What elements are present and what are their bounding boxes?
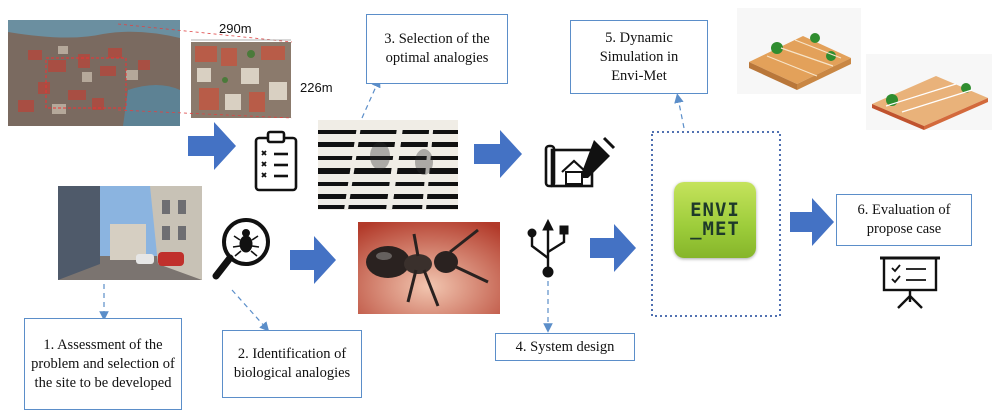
connector-step2 xyxy=(231,289,270,332)
zoomed-site-image xyxy=(191,42,291,118)
aerial-map-image xyxy=(8,20,180,126)
connector-step3 xyxy=(361,77,381,119)
envimet-dotted-frame xyxy=(651,131,781,317)
width-dimension-label: 290m xyxy=(219,21,252,36)
connector-step5 xyxy=(674,93,685,129)
presentation-board-icon xyxy=(880,256,940,309)
step-4-label: 4. System design xyxy=(515,338,615,355)
envimet-logo-line1: ENVI xyxy=(690,199,740,221)
zebras-photo-image xyxy=(318,120,458,210)
model-3d-image-top xyxy=(737,8,861,94)
ant-photo-image xyxy=(358,222,500,314)
model-3d-image-bottom xyxy=(866,54,992,130)
step-box-1: 1. Assessment of the problem and selecti… xyxy=(24,318,182,410)
magnifier-bug-icon xyxy=(212,218,270,280)
street-photo-image xyxy=(58,186,202,280)
block-arrow-3 xyxy=(474,130,522,178)
block-arrow-2 xyxy=(290,236,336,284)
usb-trident-icon xyxy=(527,218,569,278)
step-box-5: 5. Dynamic Simulation in Envi-Met xyxy=(570,20,708,94)
clipboard-checklist-icon xyxy=(254,130,298,192)
step-1-label: 1. Assessment of the problem and selecti… xyxy=(31,336,175,391)
step-box-3: 3. Selection of the optimal analogies xyxy=(366,14,508,84)
blueprint-house-icon xyxy=(544,136,616,188)
envimet-logo-line2: _MET xyxy=(690,218,740,240)
step-box-4: 4. System design xyxy=(495,333,635,361)
block-arrow-4 xyxy=(590,224,636,272)
block-arrow-5 xyxy=(790,198,834,246)
step-3-label: 3. Selection of the optimal analogies xyxy=(384,31,490,66)
step-5-label: 5. Dynamic Simulation in Envi-Met xyxy=(599,29,679,84)
height-dimension-label: 226m xyxy=(300,80,333,95)
step-6-label: 6. Evaluation of propose case xyxy=(857,202,951,237)
zoom-guide-lines xyxy=(117,23,293,119)
step-box-2: 2. Identification of biological analogie… xyxy=(222,330,362,398)
step-2-label: 2. Identification of biological analogie… xyxy=(233,346,351,381)
envimet-logo: ENVI _MET xyxy=(674,182,756,258)
block-arrow-1 xyxy=(188,122,236,170)
step-box-6: 6. Evaluation of propose case xyxy=(836,194,972,246)
